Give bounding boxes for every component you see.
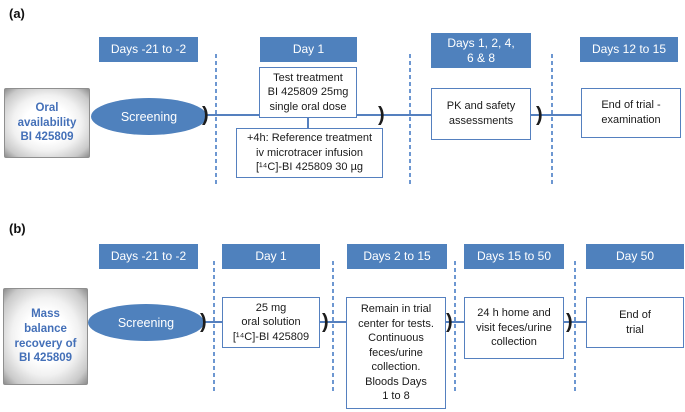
b-hdr-days-minus21-to-minus2: Days -21 to -2: [99, 244, 198, 269]
a-study-title-oral-availability: Oral availability BI 425809: [4, 88, 90, 158]
a-timeline-break-icon-2: ): [378, 104, 385, 126]
a-hdr-days-minus21-to-minus2: Days -21 to -2: [99, 37, 198, 62]
a-screening-ellipse: Screening: [91, 98, 207, 135]
b-timeline-break-icon-2: ): [322, 311, 329, 333]
a-timeline-break-icon-3: ): [536, 104, 543, 126]
a-phase-divider-1: [215, 54, 217, 184]
panel-a-label: (a): [9, 6, 25, 21]
a-hdr-day-1: Day 1: [260, 37, 357, 62]
b-hdr-day-50: Day 50: [586, 244, 684, 269]
b-phase-divider-4: [574, 261, 576, 391]
a-box-test-treatment: Test treatment BI 425809 25mg single ora…: [259, 67, 357, 118]
a-box-pk-safety: PK and safety assessments: [431, 88, 531, 140]
a-hdr-days-1-2-4-6-8: Days 1, 2, 4, 6 & 8: [431, 33, 531, 68]
b-phase-divider-1: [213, 261, 215, 391]
b-hdr-day-1: Day 1: [222, 244, 320, 269]
b-study-title-mass-balance: Mass balance recovery of BI 425809: [3, 288, 88, 385]
panel-b-label: (b): [9, 221, 26, 236]
b-hdr-days-2-to-15: Days 2 to 15: [347, 244, 447, 269]
a-hdr-days-12-to-15: Days 12 to 15: [580, 37, 678, 62]
a-phase-divider-3: [551, 54, 553, 184]
a-box-end-of-trial: End of trial - examination: [581, 88, 681, 138]
b-timeline-break-icon-1: ): [200, 311, 207, 333]
b-timeline-break-icon-4: ): [566, 311, 573, 333]
a-timeline-break-icon-1: ): [202, 104, 209, 126]
b-box-end-of-trial: End of trial: [586, 297, 684, 348]
b-screening-ellipse: Screening: [88, 304, 204, 341]
b-phase-divider-3: [454, 261, 456, 391]
b-timeline-break-icon-3: ): [446, 311, 453, 333]
b-phase-divider-2: [332, 261, 334, 391]
a-box-connector-line: [307, 117, 309, 129]
b-box-home-collection: 24 h home and visit feces/urine collecti…: [464, 297, 564, 359]
b-hdr-days-15-to-50: Days 15 to 50: [464, 244, 564, 269]
a-box-reference-treatment: +4h: Reference treatment iv microtracer …: [236, 128, 383, 178]
a-phase-divider-2: [409, 54, 411, 184]
a-timeline-line: [200, 114, 582, 116]
b-box-oral-solution: 25 mg oral solution [¹⁴C]-BI 425809: [222, 297, 320, 348]
b-box-remain-in-center: Remain in trial center for tests. Contin…: [346, 297, 446, 409]
